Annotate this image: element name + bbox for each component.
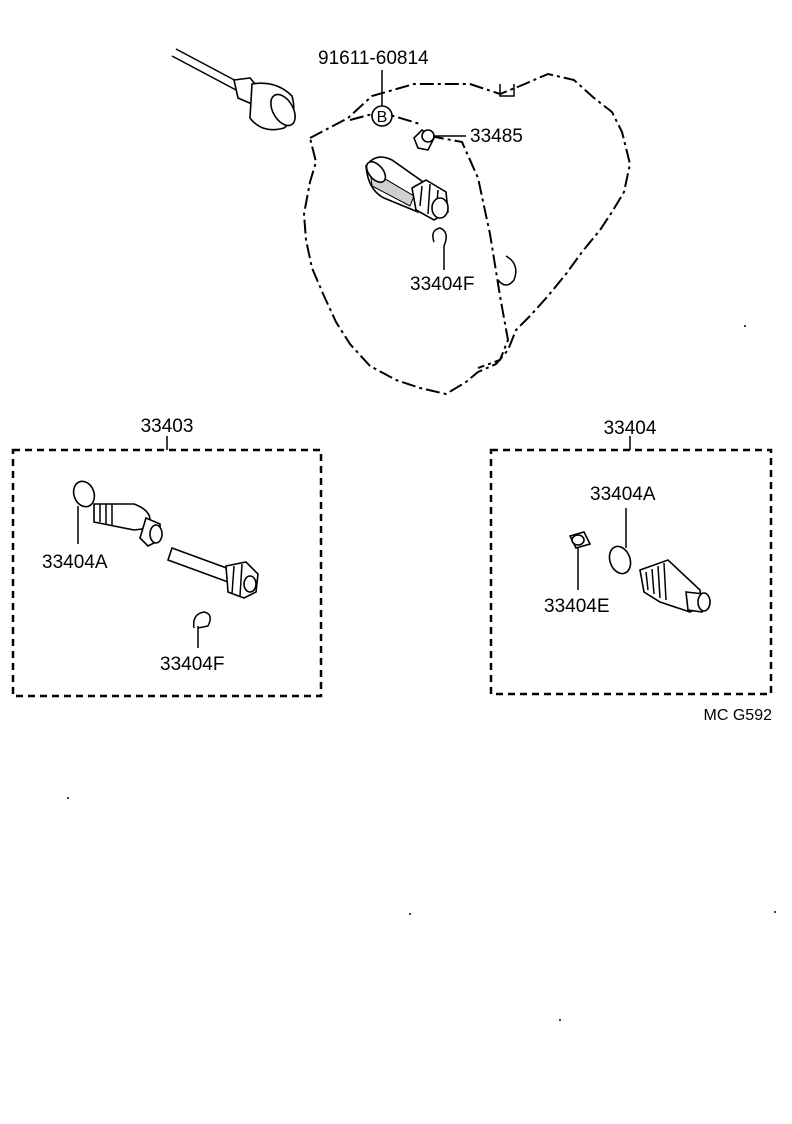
bolt-mark-b: B [377, 109, 388, 126]
left-oring [72, 480, 96, 508]
label-left-clip: 33404F [160, 654, 224, 675]
assembly-33403-box [11, 448, 323, 698]
left-driven-gear [166, 546, 259, 599]
label-clip-top: 33404F [410, 274, 474, 295]
transmission-case-outline [302, 72, 632, 396]
label-right-oring: 33404A [590, 484, 656, 505]
right-driven-gear-housing [639, 559, 712, 613]
bolt-b: B [371, 105, 393, 127]
label-lock-plate: 33485 [470, 126, 523, 147]
label-assembly-33403: 33403 [141, 416, 194, 437]
speedometer-cable [171, 48, 296, 131]
clip-top [432, 227, 447, 247]
right-oring [608, 545, 632, 575]
label-assembly-33404: 33404 [604, 418, 657, 439]
scan-specks [67, 325, 776, 1021]
driven-gear-assembly [365, 156, 449, 221]
left-clip [192, 611, 211, 629]
left-sleeve [93, 503, 163, 547]
label-bolt-number: 91611-60814 [318, 48, 429, 69]
right-sleeve-small [568, 531, 592, 549]
label-left-oring: 33404A [42, 552, 108, 573]
label-right-sleeve: 33404E [544, 596, 610, 617]
lock-plate [413, 128, 436, 151]
assembly-33404-box [489, 448, 773, 696]
figure-code: MC G592 [704, 707, 773, 724]
